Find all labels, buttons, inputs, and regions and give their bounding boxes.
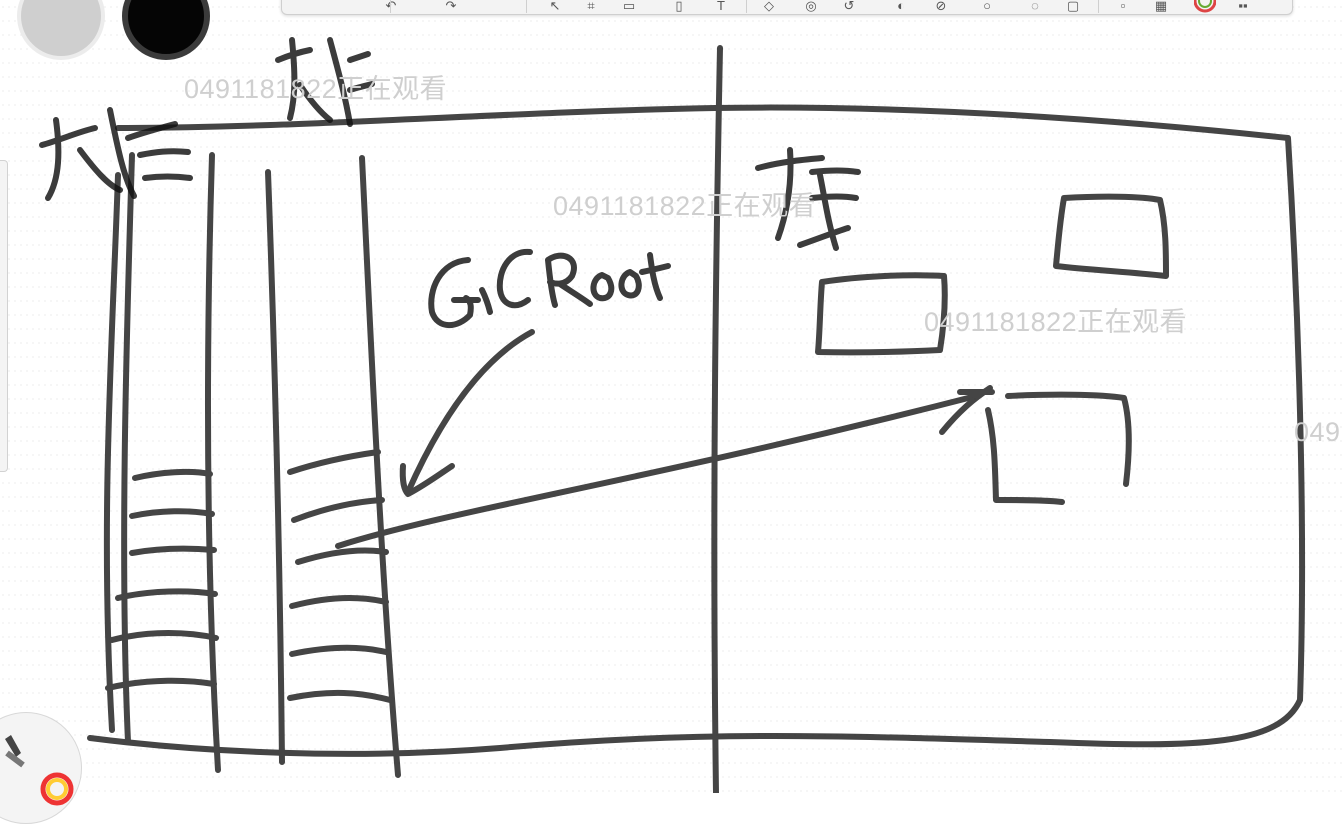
undo-icon[interactable]: ↶ bbox=[385, 0, 397, 13]
gc-root-arrowhead bbox=[399, 463, 455, 497]
grid-icon[interactable]: ▪▪ bbox=[1238, 0, 1248, 13]
heap-object-1 bbox=[815, 272, 948, 356]
toolbar-divider bbox=[746, 0, 747, 13]
stack2-frame-5 bbox=[287, 689, 393, 703]
color-wheel-icon[interactable] bbox=[1193, 0, 1217, 13]
redo-icon[interactable]: ↷ bbox=[445, 0, 457, 13]
stack1-frame-5 bbox=[105, 677, 217, 691]
label-thread2-glyph bbox=[275, 37, 375, 127]
ruler-icon[interactable]: ↺ bbox=[843, 0, 855, 13]
gc-root-arrow bbox=[405, 329, 535, 495]
document-icon[interactable]: ▫ bbox=[1120, 0, 1126, 13]
reference-arrow bbox=[335, 392, 983, 549]
watermark-1: 0491181822正在观看 bbox=[184, 74, 448, 104]
toolbar-divider bbox=[390, 0, 391, 13]
highlighter-icon[interactable]: ◎ bbox=[805, 0, 817, 13]
stack1-top bbox=[132, 468, 213, 481]
thread2-lane-left bbox=[265, 169, 285, 765]
pen-icon[interactable]: ◇ bbox=[764, 0, 774, 13]
stack2-frame-3 bbox=[289, 594, 389, 609]
watermark-2: 0491181822正在观看 bbox=[553, 191, 817, 221]
lasso-icon[interactable]: ⌗ bbox=[587, 0, 595, 13]
thread1-lane-left bbox=[103, 172, 121, 733]
select-icon[interactable]: ↖ bbox=[549, 0, 561, 13]
sketch-layer bbox=[39, 37, 1306, 793]
pencil-icon[interactable]: ◐ bbox=[897, 0, 905, 13]
copy-icon[interactable]: ◌ bbox=[1031, 0, 1039, 13]
heap-object-3-bottom bbox=[985, 407, 1065, 505]
label-thread1-glyph bbox=[39, 107, 193, 201]
brush-icon[interactable]: ⊘ bbox=[935, 0, 947, 13]
paste-icon[interactable]: ▢ bbox=[1066, 0, 1080, 13]
drawing-toolbar: ↶ ↷ ↖ ⌗ ▭ ▯ T ◇ ◎ ↺ ◐ ⊘ ○ ◌ ▢ ▫ ▦ ▪▪ bbox=[281, 0, 1293, 15]
quick-tools-wheel[interactable] bbox=[0, 712, 82, 824]
side-panel-handle[interactable] bbox=[0, 160, 8, 472]
stack1-frame-2 bbox=[129, 545, 217, 556]
stack2-frame-1 bbox=[291, 497, 385, 523]
watermark-4: 049 bbox=[1294, 417, 1341, 447]
watermark-3: 0491181822正在观看 bbox=[924, 307, 1188, 337]
toolbar-divider bbox=[1098, 0, 1099, 13]
brush-icon[interactable] bbox=[0, 713, 81, 823]
eraser-icon[interactable]: ▯ bbox=[675, 0, 683, 13]
stack1-frame-4 bbox=[109, 630, 219, 643]
text-icon[interactable]: T bbox=[717, 0, 725, 13]
stack2-top bbox=[287, 449, 381, 475]
label-gcroot-glyph bbox=[428, 248, 671, 329]
shape-icon[interactable]: ▭ bbox=[622, 0, 636, 13]
stack1-frame-1 bbox=[129, 508, 215, 519]
heap-object-3 bbox=[1005, 391, 1132, 487]
thread1-lane-right bbox=[204, 152, 221, 773]
reference-arrowhead bbox=[939, 385, 995, 435]
label-heap-glyph bbox=[755, 147, 861, 251]
heap-object-2 bbox=[1053, 193, 1169, 279]
stack1-frame-3 bbox=[115, 588, 218, 601]
thread1-lane-inner bbox=[121, 152, 135, 745]
toolbar-divider bbox=[526, 0, 527, 13]
stack2-frame-4 bbox=[289, 644, 389, 657]
thread2-lane-right bbox=[359, 155, 401, 778]
outer-frame bbox=[87, 104, 1306, 757]
image-icon[interactable]: ▦ bbox=[1154, 0, 1168, 13]
stack2-frame-2 bbox=[295, 547, 389, 565]
divider-line bbox=[711, 45, 723, 793]
stamp-icon[interactable]: ○ bbox=[983, 0, 991, 13]
